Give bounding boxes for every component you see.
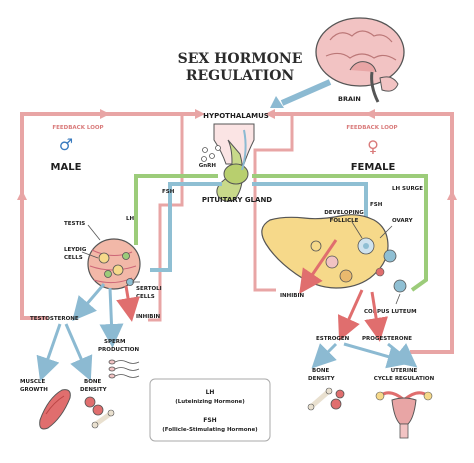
gnrh-label: GnRH [199, 163, 217, 169]
female-lh-surge-path [252, 174, 428, 292]
follicle-label-1: DEVELOPING [324, 210, 364, 216]
female-fsh-path [252, 182, 368, 232]
estrogen-label: ESTROGEN [316, 336, 350, 342]
testis-pointer [87, 224, 101, 241]
title-line-2: REGULATION [186, 68, 295, 84]
sertoli-label-1: SERTOLI [136, 286, 162, 292]
brain-to-hypothalamus-arrow [280, 79, 332, 106]
ovary-illustration [261, 214, 407, 293]
feedback-inner-paths [148, 114, 294, 322]
progesterone-label: PROGESTERONE [362, 336, 412, 342]
feedback-loop-left-path [20, 112, 200, 320]
male-bone-icon [84, 396, 115, 429]
muscle-label-2: GROWTH [20, 387, 48, 393]
female-bone-icon [307, 387, 345, 411]
female-bone-label-1: BONE [312, 368, 329, 374]
testis-label: TESTIS [64, 221, 85, 227]
female-inhibin-label: INHIBIN [280, 293, 305, 299]
sertoli-label-2: CELLS [136, 294, 155, 300]
male-symbol-icon: ♂ [59, 135, 73, 154]
female-fsh-label: FSH [370, 202, 383, 208]
lh-surge-label: LH SURGE [392, 186, 423, 192]
sperm-icon [108, 359, 140, 379]
legend-lh: LH [206, 389, 215, 396]
leydig-pointer [81, 251, 99, 259]
female-label: FEMALE [351, 162, 396, 173]
female-symbol-icon: ♀ [367, 137, 379, 156]
female-branch-arrows [311, 342, 418, 369]
male-inhibin-label: INHIBIN [136, 314, 161, 320]
hypothalamus-label: HYPOTHALAMUS [203, 112, 269, 120]
ovary-label: OVARY [392, 218, 414, 224]
feedback-loop-right-label: FEEDBACK LOOP [346, 125, 397, 131]
legend-fsh-full: (Follicle-Stimulating Hormone) [162, 427, 258, 433]
title-line-1: SEX HORMONE [178, 51, 303, 67]
testosterone-branch-arrows [36, 323, 93, 382]
muscle-label-1: MUSCLE [20, 379, 45, 385]
male-output-arrows [72, 283, 140, 348]
male-fsh-path [150, 182, 222, 272]
female-output-arrows [299, 239, 388, 342]
male-label: MALE [51, 162, 82, 173]
sperm-label-1: SPERM [104, 339, 125, 345]
male-bone-label-1: BONE [84, 379, 101, 385]
feedback-arrowheads [17, 109, 457, 200]
male-lh-label: LH [126, 216, 135, 222]
legend-box [149, 378, 271, 442]
pituitary-label: PITUITARY GLAND [202, 196, 272, 204]
ovary-pointer [379, 225, 393, 239]
pituitary-gland-illustration [201, 123, 255, 202]
female-bone-label-2: DENSITY [308, 376, 336, 382]
legend-lh-full: (Luteinizing Hormone) [175, 399, 245, 405]
corpus-pointer [395, 293, 401, 305]
muscle-icon [39, 389, 71, 430]
legend-fsh: FSH [203, 417, 216, 424]
follicle-label-2: FOLLICLE [330, 218, 359, 224]
leydig-label-2: CELLS [64, 255, 83, 261]
feedback-loop-right-path [270, 112, 454, 354]
sperm-label-2: PRODUCTION [98, 347, 139, 353]
brain-illustration [315, 17, 405, 103]
leydig-label-1: LEYDIG [64, 247, 87, 253]
brain-label: BRAIN [338, 95, 361, 103]
testosterone-label: TESTOSTERONE [30, 316, 79, 322]
brain-arrowhead [270, 96, 284, 108]
uterine-label-2: CYCLE REGULATION [374, 376, 435, 382]
testis-illustration [87, 238, 141, 290]
male-bone-label-2: DENSITY [80, 387, 108, 393]
uterus-icon [375, 391, 433, 439]
male-lh-path [134, 174, 218, 245]
feedback-loop-left-label: FEEDBACK LOOP [52, 125, 103, 131]
follicle-pointer [351, 221, 363, 239]
male-fsh-label: FSH [162, 189, 175, 195]
uterine-label-1: UTERINE [391, 368, 418, 374]
corpus-label: CORPUS LUTEUM [364, 309, 417, 315]
